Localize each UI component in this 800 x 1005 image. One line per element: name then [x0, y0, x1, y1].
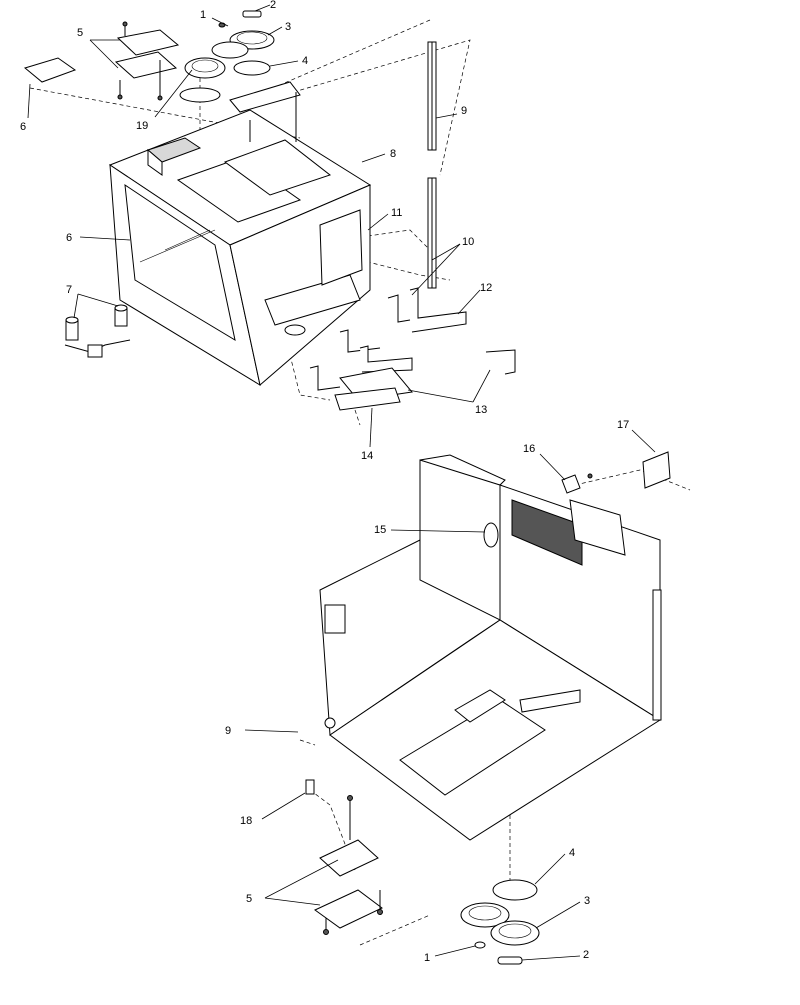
- callout-9-bottom: 9: [225, 725, 231, 737]
- callout-16: 16: [523, 443, 535, 455]
- callout-15: 15: [374, 524, 386, 536]
- cabinet-bottom: [319, 454, 662, 841]
- callout-5-top: 5: [77, 27, 83, 39]
- cabinet-top: [108, 81, 372, 387]
- brackets-10-14: [309, 287, 516, 411]
- part-10-bar: [427, 177, 437, 289]
- callout-labels: 1 2 3 4 5 6 6 7 8 9 10 11 12 13 14 19 15…: [20, 0, 629, 964]
- part-17-cover: [642, 451, 671, 489]
- callout-2-bottom: 2: [583, 949, 589, 961]
- callout-13: 13: [475, 404, 487, 416]
- leader-lines: [27, 4, 656, 961]
- part-7-fittings: [64, 304, 131, 358]
- gear-assembly-top: [179, 10, 275, 103]
- callout-8: 8: [390, 148, 396, 160]
- callout-11: 11: [391, 207, 402, 219]
- callout-9-top: 9: [461, 105, 467, 117]
- callout-1-top: 1: [200, 9, 206, 21]
- part-18-clip: [305, 779, 315, 795]
- callout-10: 10: [462, 236, 474, 248]
- part-5-brackets-top: [114, 21, 180, 101]
- callout-3-bottom: 3: [584, 895, 590, 907]
- callout-1-bottom: 1: [424, 952, 430, 964]
- callout-19: 19: [136, 120, 148, 132]
- callout-6-top: 6: [20, 121, 26, 133]
- callout-6-side: 6: [66, 232, 72, 244]
- callout-4-top: 4: [302, 55, 308, 67]
- callout-12: 12: [480, 282, 492, 294]
- callout-7: 7: [66, 284, 72, 296]
- part-6-plate: [23, 57, 77, 83]
- callout-3-top: 3: [285, 21, 291, 33]
- callout-14: 14: [361, 450, 373, 462]
- callout-2-top: 2: [270, 0, 276, 11]
- callout-5-bottom: 5: [246, 893, 252, 905]
- callout-17: 17: [617, 419, 629, 431]
- callout-18: 18: [240, 815, 252, 827]
- gear-assembly-bottom: [460, 879, 540, 965]
- part-16-switch: [561, 473, 593, 494]
- part-9-bar-top: [427, 41, 437, 151]
- callout-4-bottom: 4: [569, 847, 575, 859]
- part-5-brackets-bottom: [314, 795, 383, 935]
